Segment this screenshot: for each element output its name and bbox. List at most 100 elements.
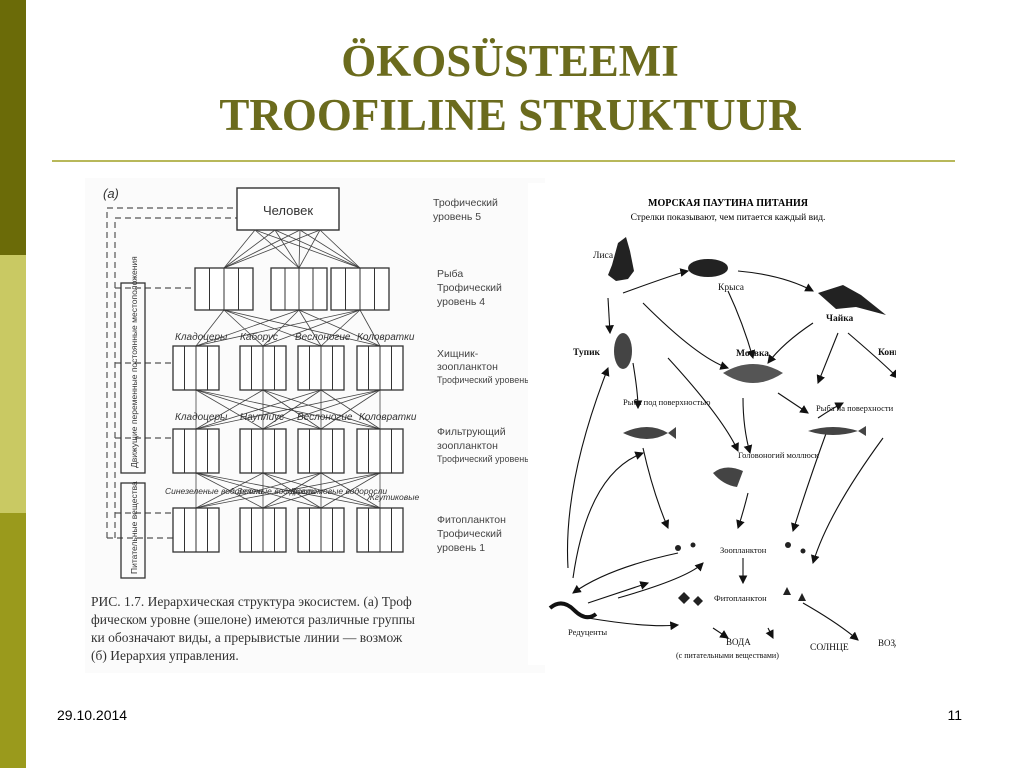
connector-line — [298, 229, 301, 269]
gull-icon — [818, 285, 886, 315]
sidebar-band-mid — [0, 513, 26, 768]
connector-line — [320, 472, 381, 509]
node-guillemot: Конюга — [878, 348, 896, 358]
connector-line — [262, 389, 322, 430]
species-rows — [172, 267, 404, 553]
node-reducers: Редуценты — [568, 627, 607, 637]
connector-line — [262, 309, 361, 347]
connector-line — [320, 389, 381, 430]
connector-line — [254, 229, 300, 269]
connector-line — [262, 309, 300, 347]
row2-group-4: Коловратки — [359, 412, 417, 423]
cephalopod-icon — [713, 467, 743, 487]
row1-group-1: Синезеленые водоросли — [165, 486, 263, 496]
reducer-worm-icon — [548, 601, 598, 620]
figure-caption: РИС. 1.7. Иерархическая структура экосис… — [91, 594, 415, 663]
predator-group-4 — [356, 345, 404, 391]
level1-line1: Фитопланктон — [437, 514, 506, 526]
connector-line — [195, 389, 381, 430]
predator-group-1 — [172, 345, 220, 391]
side-box-drivers-label: Движущие переменные постоянные местополо… — [129, 256, 139, 468]
caption-line-3: ки обозначают виды, а прерывистые линии … — [91, 630, 403, 645]
filter-group-1 — [172, 428, 220, 474]
node-fox: Лиса — [593, 251, 614, 261]
fox-icon — [608, 237, 634, 281]
human-box-label: Человек — [263, 203, 313, 218]
trophic-hierarchy-figure: (а) Движущие переменные постоянные место… — [85, 178, 545, 673]
row2-group-2: Науплиус — [240, 412, 284, 423]
connector-line — [223, 309, 381, 347]
level3-line2: зоопланктон — [437, 361, 498, 373]
phytoplankton-icon — [678, 592, 690, 604]
connector-line — [299, 229, 361, 269]
filter-group-4 — [356, 428, 404, 474]
level2-line1: Фильтрующий — [437, 426, 506, 438]
title-line-1: ÖKOSÜSTEEMI — [341, 36, 679, 86]
filter-group-2 — [239, 428, 287, 474]
connector-line — [298, 309, 381, 347]
connector-line — [223, 309, 264, 347]
side-box-nutrients-label: Питательные вещества — [129, 481, 139, 574]
figure-background — [85, 178, 545, 673]
filter-group-3 — [297, 428, 345, 474]
sidebar-decoration — [0, 0, 26, 768]
caption-line-2: фическом уровне (эшелоне) имеются различ… — [91, 612, 415, 627]
fish-under-icon — [623, 427, 676, 439]
puffin-icon — [614, 333, 632, 369]
animal-silhouettes — [548, 237, 886, 620]
connector-line — [195, 389, 322, 430]
zooplankton-icon — [675, 545, 681, 551]
level2-line2: зоопланктон — [437, 440, 498, 452]
phyto-group-4 — [356, 507, 404, 553]
predator-group-3 — [297, 345, 345, 391]
food-web-subtitle: Стрелки показывают, чем питается каждый … — [631, 212, 826, 223]
node-water: ВОДА — [726, 637, 751, 647]
phyto-group-1 — [172, 507, 220, 553]
connector-line — [298, 229, 321, 269]
node-fish-under: Рыба под поверхностью — [623, 397, 711, 407]
phyto-group-2 — [239, 507, 287, 553]
marine-food-web-figure: МОРСКАЯ ПАУТИНА ПИТАНИЯ Стрелки показыва… — [528, 183, 896, 665]
node-zooplankton: Зоопланктон — [720, 545, 767, 555]
connector-line — [262, 472, 322, 509]
food-web-title: МОРСКАЯ ПАУТИНА ПИТАНИЯ — [648, 198, 809, 209]
predator-group-2 — [239, 345, 287, 391]
connector-line — [223, 309, 322, 347]
level3-line1: Хищник- — [437, 348, 479, 360]
row1-group-2: Зеленые водоросли — [237, 486, 316, 496]
node-phytoplankton: Фитопланктон — [714, 593, 767, 603]
row2-group-3: Веслоногие — [297, 412, 353, 423]
connector-line — [223, 229, 321, 269]
node-water-note: (с питательными веществами) — [676, 651, 779, 660]
slide-title: ÖKOSÜSTEEMI TROOFILINE STRUKTUUR — [60, 34, 960, 142]
connector-line — [319, 229, 361, 269]
connector-line — [254, 229, 361, 269]
level1-line3: уровень 1 — [437, 542, 485, 554]
connector-line — [298, 309, 322, 347]
connector-line — [359, 309, 381, 347]
row3-group-1: Кладоцеры — [175, 332, 228, 343]
level4-line2: Трофический — [437, 282, 502, 294]
food-web-labels: Лиса Крыса Чайка Тупик Моевка Конюга Рыб… — [568, 251, 896, 660]
connector-line — [195, 472, 381, 509]
node-kittiwake: Моевка — [736, 349, 769, 359]
node-sun: СОЛНЦЕ — [810, 643, 849, 653]
node-rat: Крыса — [718, 283, 745, 293]
figure-label-a: (а) — [103, 186, 119, 201]
fish-surface-icon — [808, 426, 866, 436]
connector-line — [320, 309, 361, 347]
caption-line-1: РИС. 1.7. Иерархическая структура экосис… — [91, 594, 412, 609]
connector-line — [195, 472, 264, 509]
row1-group-4: Жгутиковые — [366, 492, 419, 502]
level5-line2: уровень 5 — [433, 211, 481, 223]
connector-line — [195, 309, 361, 347]
row1-group-3: Диатомовые водоросли — [289, 486, 387, 496]
slide-page-number: 11 — [947, 707, 962, 723]
title-divider — [52, 160, 955, 162]
connector-line — [223, 229, 301, 269]
side-box-nutrients — [120, 482, 146, 579]
caption-line-4: (б) Иерархия управления. — [91, 648, 239, 663]
human-box — [236, 187, 340, 231]
rat-icon — [688, 259, 728, 277]
connector-line — [223, 229, 276, 269]
